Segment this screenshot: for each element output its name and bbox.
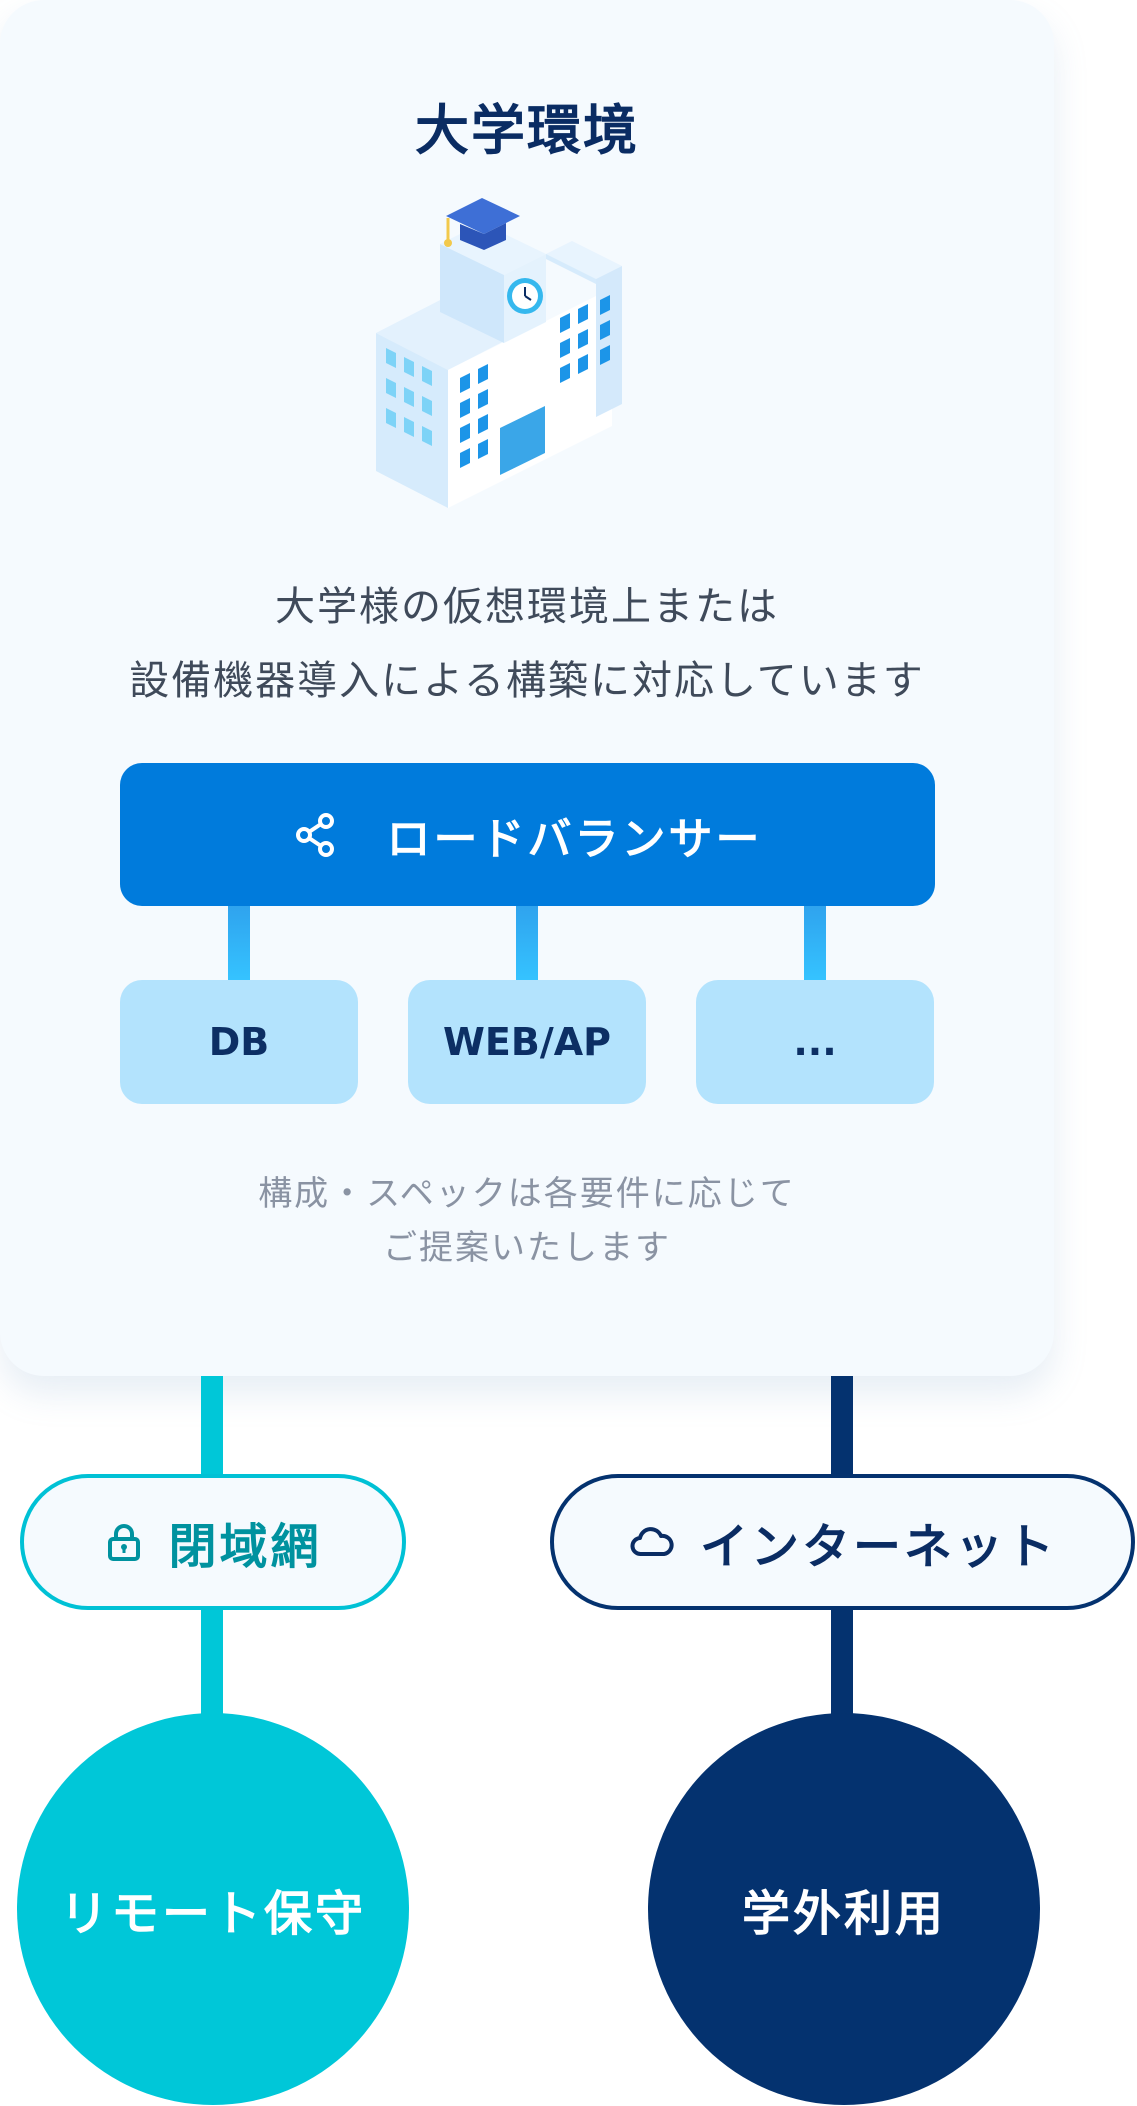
description-line-1: 大学様の仮想環境上または <box>275 584 779 630</box>
connector-line <box>228 906 250 980</box>
university-environment-card: 大学環境 <box>120 99 935 1268</box>
off-campus-use-label: 学外利用 <box>741 1886 946 1942</box>
internet-pill: インターネット <box>550 1474 1135 1610</box>
connector-line <box>516 906 538 980</box>
lock-icon <box>108 1524 141 1561</box>
off-campus-use-circle: 学外利用 <box>648 1713 1040 2105</box>
card-title: 大学環境 <box>415 99 639 162</box>
server-box-webap: WEB/AP <box>408 980 646 1104</box>
closed-network-line <box>201 1610 223 1716</box>
closed-network-pill: 閉域網 <box>20 1474 406 1610</box>
internet-label: インターネット <box>699 1519 1057 1575</box>
cloud-icon <box>630 1527 674 1556</box>
connector-line <box>804 906 826 980</box>
note-line-2: ご提案いたします <box>383 1228 671 1268</box>
internet-line <box>831 1376 853 1474</box>
internet-line <box>831 1610 853 1716</box>
university-building-icon <box>376 198 622 508</box>
share-icon <box>295 812 334 857</box>
load-balancer-box: ロードバランサー <box>120 763 935 906</box>
closed-network-line <box>201 1376 223 1474</box>
description-line-2: 設備機器導入による構築に対応しています <box>129 658 925 704</box>
remote-maintenance-circle: リモート保守 <box>17 1713 409 2105</box>
server-box-db: DB <box>120 980 358 1104</box>
server-box-more: ... <box>696 980 934 1104</box>
closed-network-label: 閉域網 <box>168 1519 322 1575</box>
note-line-1: 構成・スペックは各要件に応じて <box>258 1174 796 1214</box>
remote-maintenance-label: リモート保守 <box>59 1886 366 1942</box>
load-balancer-label: ロードバランサー <box>386 813 763 865</box>
